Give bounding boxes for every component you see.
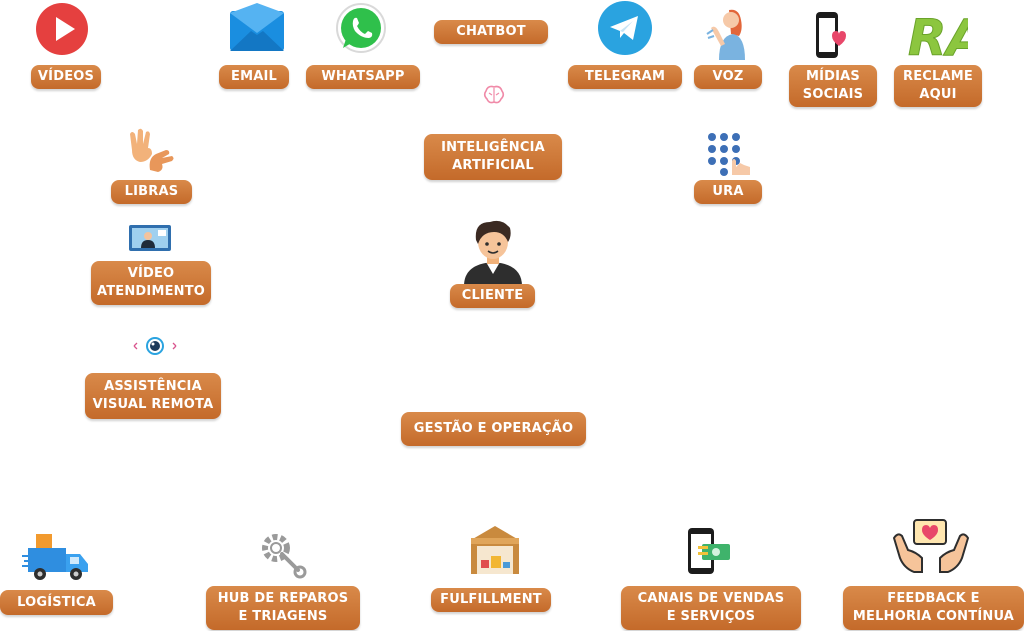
delivery-truck-icon <box>22 528 90 584</box>
email-icon <box>229 3 285 53</box>
phone-money-icon <box>686 526 732 576</box>
label-telegram: TELEGRAM <box>568 65 682 89</box>
label-canais-vendas: CANAIS DE VENDAS E SERVIÇOS <box>621 586 801 630</box>
social-media-phone-icon <box>812 10 848 60</box>
voice-person-icon <box>705 6 751 60</box>
eye-icon <box>130 335 180 357</box>
label-feedback: FEEDBACK E MELHORIA CONTÍNUA <box>843 586 1024 630</box>
play-icon <box>35 2 89 56</box>
label-reclame-aqui: RECLAME AQUI <box>894 65 982 107</box>
hands-heart-feedback-icon <box>892 518 970 574</box>
label-ura: URA <box>694 180 762 204</box>
keypad-icon <box>706 131 752 177</box>
label-midias-sociais: MÍDIAS SOCIAIS <box>789 65 877 107</box>
label-hub-reparos: HUB DE REPAROS E TRIAGENS <box>206 586 360 630</box>
label-inteligencia-artificial: INTELIGÊNCIA ARTIFICIAL <box>424 134 562 180</box>
label-assistencia-visual-remota: ASSISTÊNCIA VISUAL REMOTA <box>85 373 221 419</box>
label-libras: LIBRAS <box>111 180 192 204</box>
whatsapp-icon <box>334 2 388 56</box>
label-gestao-operacao: GESTÃO E OPERAÇÃO <box>401 412 586 446</box>
label-video-atendimento: VÍDEO ATENDIMENTO <box>91 261 211 305</box>
label-fulfillment: FULFILLMENT <box>431 588 551 612</box>
gear-wrench-icon <box>256 528 308 580</box>
label-whatsapp: WHATSAPP <box>306 65 420 89</box>
brain-icon <box>483 85 505 105</box>
label-chatbot: CHATBOT <box>434 20 548 44</box>
label-logistica: LOGÍSTICA <box>0 590 113 615</box>
svg-text:RA: RA <box>908 9 968 60</box>
sign-language-hands-icon <box>126 126 176 174</box>
telegram-icon <box>597 0 653 56</box>
label-voz: VOZ <box>694 65 762 89</box>
video-call-icon <box>128 224 172 252</box>
label-cliente: CLIENTE <box>450 284 535 308</box>
label-videos: VÍDEOS <box>31 65 101 89</box>
label-email: EMAIL <box>219 65 289 89</box>
reclame-aqui-logo: RA <box>906 8 969 61</box>
customer-avatar-icon <box>458 216 528 286</box>
warehouse-icon <box>469 524 521 576</box>
